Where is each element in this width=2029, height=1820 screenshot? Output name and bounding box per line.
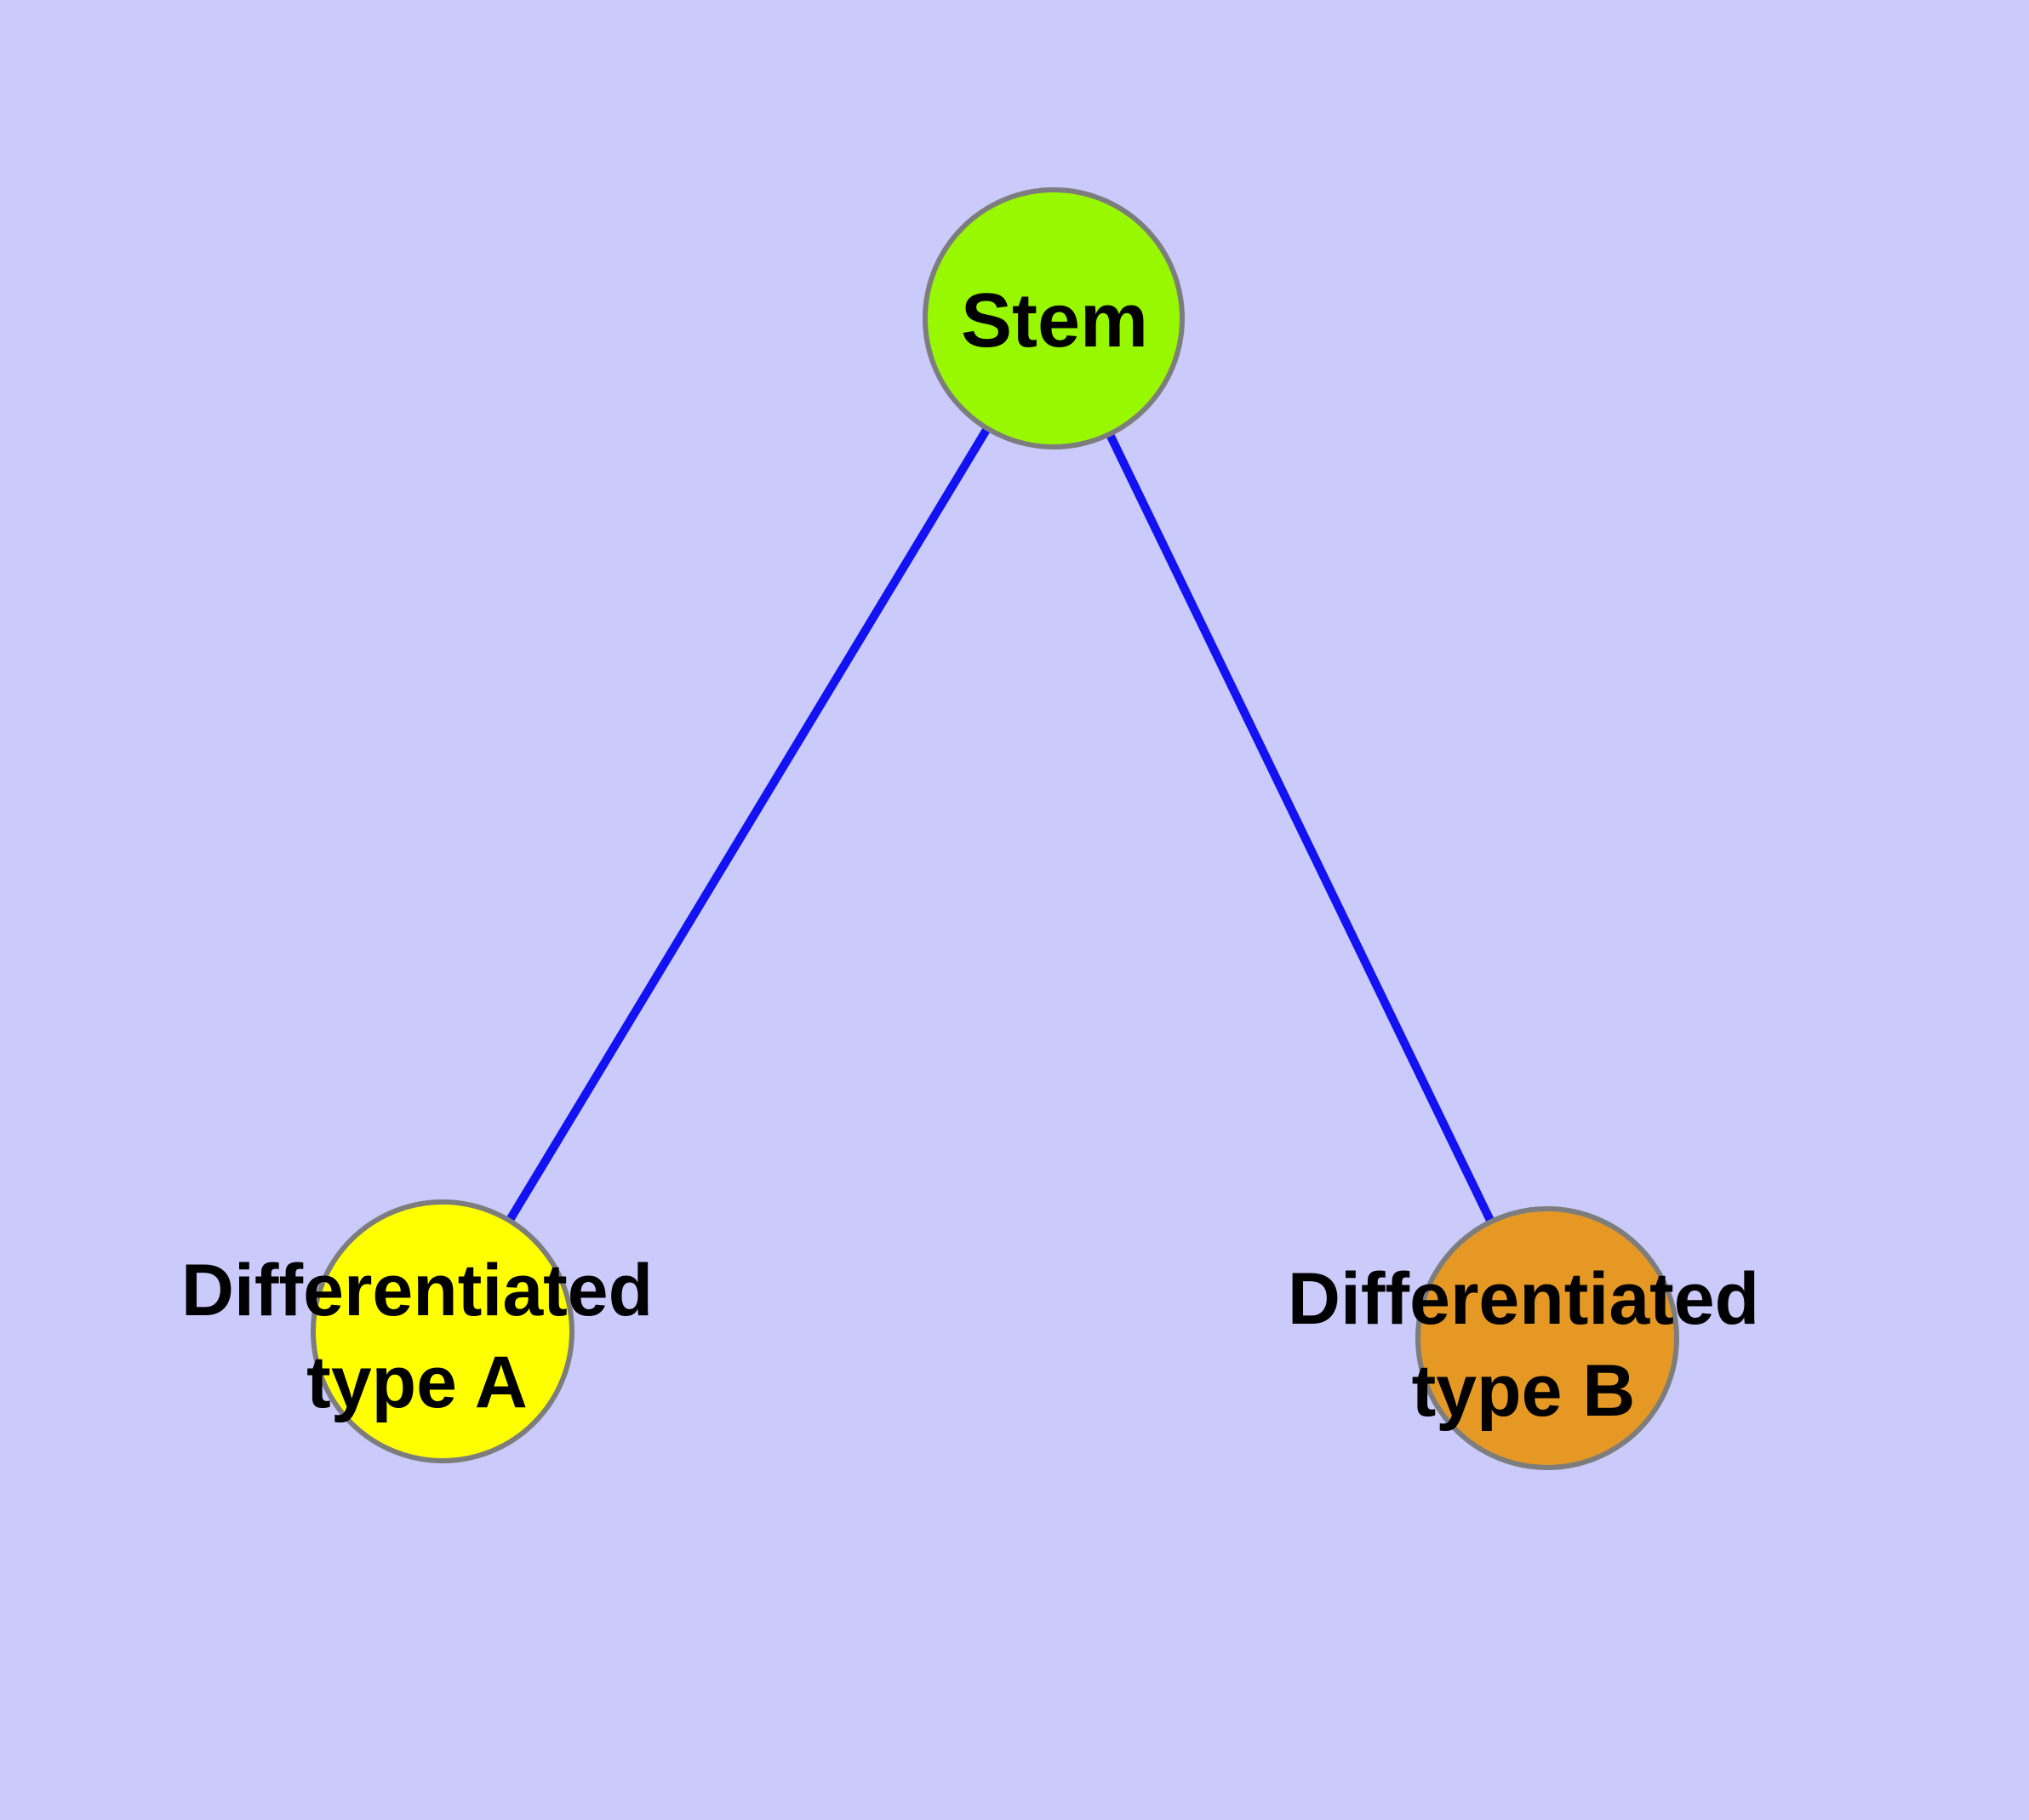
node-differentiated-type-a-label: Differentiated type A <box>181 1245 653 1428</box>
edge-stem-to-differentiated-type-a <box>438 314 1058 1336</box>
node-stem-label: Stem <box>960 278 1149 363</box>
node-stem-circle <box>923 187 1185 449</box>
node-differentiated-type-b-label: Differentiated type B <box>1288 1253 1759 1437</box>
node-differentiated-type-a-circle <box>311 1199 574 1463</box>
label-line-2: type B <box>1411 1350 1636 1432</box>
label-line-1: Differentiated <box>1287 1258 1760 1340</box>
edge-stem-to-differentiated-type-b <box>1049 314 1552 1342</box>
label-line-2: type A <box>306 1342 528 1423</box>
label-line-1: Differentiated <box>180 1250 654 1331</box>
node-differentiated-type-b-circle <box>1415 1206 1679 1470</box>
